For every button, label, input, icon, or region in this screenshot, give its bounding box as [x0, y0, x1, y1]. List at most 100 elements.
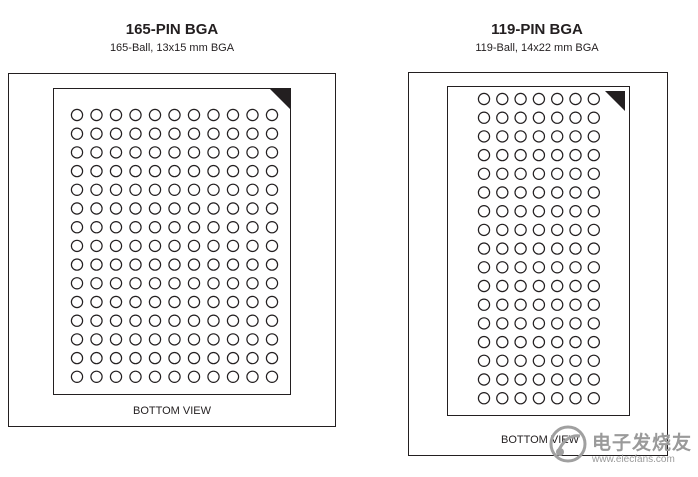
solder-ball [569, 392, 582, 405]
solder-ball [148, 295, 162, 309]
solder-ball [514, 167, 527, 180]
solder-ball [226, 258, 240, 271]
solder-ball [477, 223, 491, 237]
solder-ball [514, 298, 527, 311]
solder-ball [569, 373, 582, 386]
solder-ball [207, 239, 220, 253]
solder-ball [207, 258, 220, 271]
solder-ball [207, 202, 220, 215]
solder-ball [109, 258, 123, 271]
solder-ball [168, 220, 181, 234]
solder-ball [246, 127, 259, 140]
solder-ball [532, 130, 546, 143]
solder-ball [109, 202, 123, 215]
solder-ball [70, 202, 84, 215]
solder-ball [514, 335, 527, 349]
solder-ball [129, 277, 142, 290]
solder-ball [246, 239, 259, 253]
package-subtitle: 119-Ball, 14x22 mm BGA [475, 42, 599, 54]
solder-ball [569, 223, 582, 237]
solder-ball [168, 370, 181, 383]
solder-ball [569, 204, 582, 218]
solder-ball [514, 317, 527, 330]
solder-ball [129, 220, 142, 234]
solder-ball [514, 186, 527, 199]
solder-ball [477, 92, 491, 106]
solder-ball [496, 186, 509, 199]
solder-ball [587, 92, 601, 106]
solder-ball [187, 351, 201, 365]
solder-ball [569, 242, 582, 255]
solder-ball [187, 220, 201, 234]
solder-ball [70, 351, 84, 365]
solder-ball [148, 277, 162, 290]
solder-ball [587, 242, 601, 255]
solder-ball [569, 354, 582, 367]
solder-ball [226, 351, 240, 365]
solder-ball [70, 314, 84, 327]
solder-ball [551, 298, 564, 311]
solder-ball [587, 392, 601, 405]
solder-ball [90, 277, 103, 290]
solder-ball [477, 317, 491, 330]
solder-ball [477, 186, 491, 199]
solder-ball [569, 111, 582, 124]
solder-ball [532, 317, 546, 330]
solder-ball [551, 204, 564, 218]
solder-ball [246, 202, 259, 215]
solder-ball [265, 277, 279, 290]
solder-ball [148, 146, 162, 159]
solder-ball [246, 333, 259, 346]
solder-ball [587, 261, 601, 274]
solder-ball [496, 279, 509, 293]
solder-ball [90, 202, 103, 215]
solder-ball [129, 314, 142, 327]
solder-ball [187, 183, 201, 196]
solder-ball [514, 223, 527, 237]
solder-ball [532, 111, 546, 124]
solder-ball [207, 370, 220, 383]
solder-ball [569, 186, 582, 199]
solder-ball [129, 146, 142, 159]
solder-ball [569, 167, 582, 180]
solder-ball [551, 223, 564, 237]
solder-ball [90, 333, 103, 346]
solder-ball [70, 146, 84, 159]
solder-ball [148, 183, 162, 196]
solder-ball [129, 295, 142, 309]
solder-ball [551, 186, 564, 199]
solder-ball [168, 202, 181, 215]
solder-ball [70, 295, 84, 309]
ball-grid-area [53, 88, 291, 395]
solder-ball [148, 164, 162, 178]
watermark-url: www.elecfans.com [592, 454, 675, 465]
solder-ball [246, 370, 259, 383]
solder-ball [168, 164, 181, 178]
solder-ball [187, 202, 201, 215]
solder-ball [207, 333, 220, 346]
solder-ball [477, 335, 491, 349]
solder-ball [168, 108, 181, 122]
solder-ball [514, 111, 527, 124]
solder-ball [129, 370, 142, 383]
solder-ball [246, 351, 259, 365]
solder-ball [168, 239, 181, 253]
solder-ball [168, 183, 181, 196]
solder-ball [569, 335, 582, 349]
solder-ball [532, 279, 546, 293]
solder-ball [90, 183, 103, 196]
solder-ball [496, 335, 509, 349]
solder-ball [514, 279, 527, 293]
package-subtitle: 165-Ball, 13x15 mm BGA [109, 42, 235, 54]
solder-ball [148, 127, 162, 140]
solder-ball [551, 111, 564, 124]
solder-ball [70, 108, 84, 122]
solder-ball [168, 295, 181, 309]
solder-ball [187, 295, 201, 309]
solder-ball [551, 392, 564, 405]
solder-ball [532, 148, 546, 162]
solder-ball [551, 279, 564, 293]
solder-ball [265, 164, 279, 178]
solder-ball [90, 164, 103, 178]
solder-ball [514, 92, 527, 106]
